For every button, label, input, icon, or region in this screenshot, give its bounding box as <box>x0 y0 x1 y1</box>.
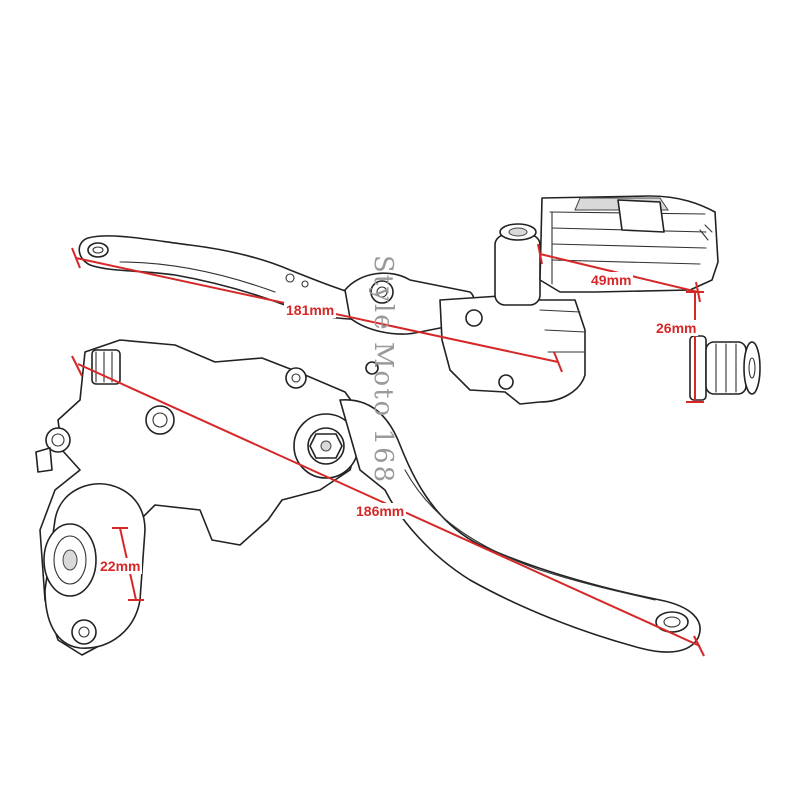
label-22mm: 22mm <box>98 558 143 574</box>
lower-clutch-lever <box>339 399 701 653</box>
label-49mm: 49mm <box>589 272 634 288</box>
upper-reservoir <box>539 195 719 293</box>
lower-clutch-body <box>43 483 146 649</box>
upper-master-cylinder <box>344 223 586 405</box>
dim-26-line <box>686 291 704 403</box>
label-26mm: 26mm <box>654 320 699 336</box>
watermark-text: Style Moto 168 <box>368 255 398 485</box>
label-181mm: 181mm <box>284 302 337 318</box>
label-186mm: 186mm <box>354 503 407 519</box>
upper-adjuster-bolt <box>689 335 761 401</box>
upper-brake-lever <box>78 235 376 320</box>
